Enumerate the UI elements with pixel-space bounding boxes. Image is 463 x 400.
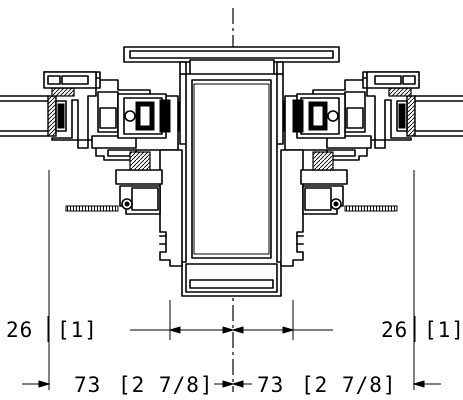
left-sash-profile bbox=[43, 71, 191, 161]
central-mullion bbox=[123, 46, 340, 297]
left-lower-bracket bbox=[65, 151, 163, 215]
right-width-inch: [2 7/8] bbox=[301, 373, 397, 397]
right-offset-value: 26 bbox=[381, 318, 408, 342]
right-glazing-unit bbox=[388, 87, 463, 137]
right-width-value: 73 bbox=[257, 373, 284, 397]
right-offset-inch: [1] bbox=[424, 318, 463, 342]
left-width-value: 73 bbox=[74, 373, 101, 397]
left-width-inch: [2 7/8] bbox=[118, 373, 214, 397]
left-offset-value: 26 bbox=[6, 318, 33, 342]
left-glazing-unit bbox=[0, 87, 75, 137]
left-offset-inch: [1] bbox=[57, 318, 98, 342]
dimension-lines bbox=[22, 170, 441, 390]
right-lower-bracket bbox=[300, 151, 398, 215]
right-sash-profile bbox=[272, 71, 420, 161]
